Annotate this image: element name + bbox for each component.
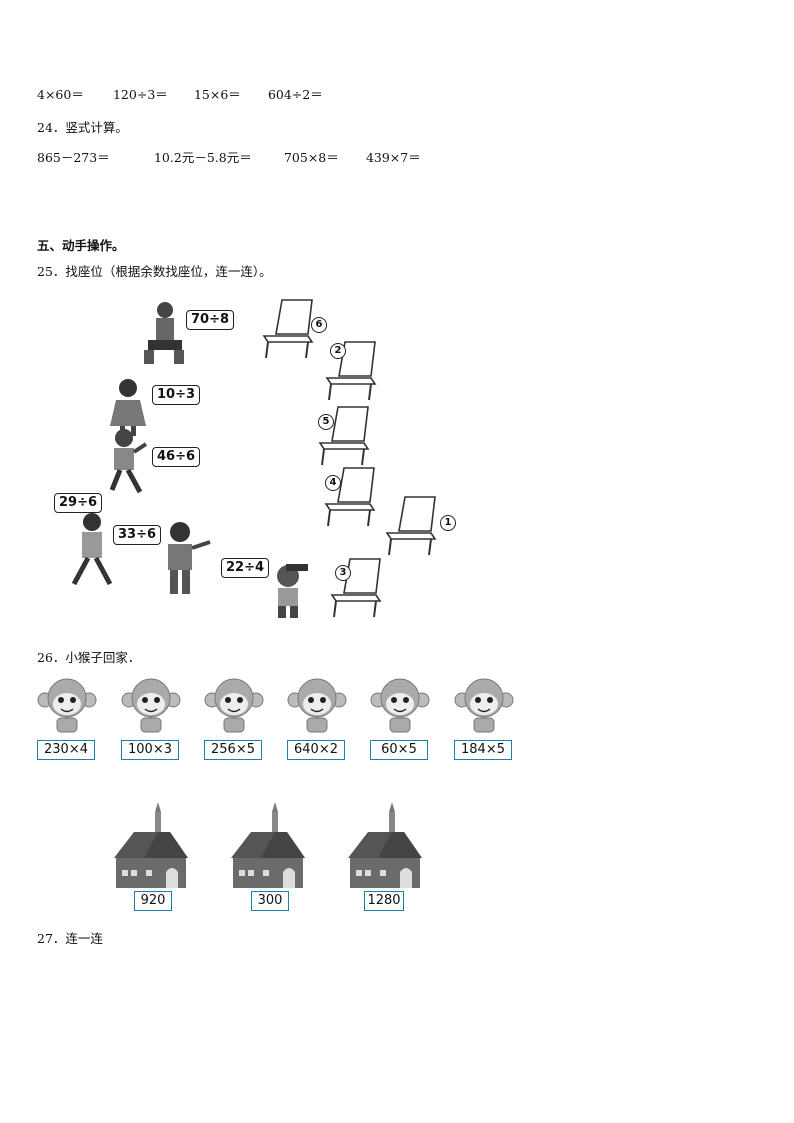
house-icon	[348, 802, 422, 888]
kid-bubble: 70÷8	[186, 310, 235, 330]
q27-title: 27．连一连	[37, 931, 103, 946]
chair-icon	[325, 341, 377, 401]
house-icon	[114, 802, 188, 888]
chair-icon	[262, 299, 314, 359]
calc-item: 865－273＝	[37, 150, 110, 165]
kid-cap-icon	[277, 564, 308, 618]
monkey-icon	[287, 678, 347, 733]
monkey-icon	[204, 678, 264, 733]
monkey-label: 184×5	[454, 740, 512, 760]
monkey-card: 256×5	[204, 676, 266, 764]
house-card: 300	[231, 802, 305, 911]
chair-number: 3	[335, 565, 351, 581]
chair-icon	[324, 467, 376, 527]
monkey-icon	[121, 678, 181, 733]
calc-row-1: 4×60＝ 120÷3＝ 15×6＝ 604÷2＝	[37, 84, 323, 103]
kid-bubble: 22÷4	[221, 558, 270, 578]
kid-back-icon	[168, 522, 211, 594]
chair-icon	[330, 558, 382, 618]
house-card: 920	[114, 802, 188, 911]
monkey-card: 100×3	[121, 676, 183, 764]
kid-bubble: 10÷3	[152, 385, 201, 405]
kid-bubble: 33÷6	[113, 525, 162, 545]
q24-title: 24．竖式计算。	[37, 120, 128, 135]
kid-sitting-icon	[144, 302, 184, 364]
house-label: 1280	[364, 891, 404, 911]
chair-number: 1	[440, 515, 456, 531]
house-icon	[231, 802, 305, 888]
calc-item: 439×7＝	[365, 150, 421, 165]
q25-title: 25．找座位（根据余数找座位，连一连）。	[37, 264, 272, 279]
calc-item: 604÷2＝	[267, 87, 323, 102]
chair-number: 5	[318, 414, 334, 430]
kid-bubble: 29÷6	[54, 493, 103, 513]
chair-number: 2	[330, 343, 346, 359]
calc-item: 120÷3＝	[112, 87, 168, 102]
monkey-icon	[454, 678, 514, 733]
monkey-card: 230×4	[37, 676, 99, 764]
house-label: 300	[251, 891, 289, 911]
q24-items: 865－273＝ 10.2元－5.8元＝ 705×8＝ 439×7＝	[37, 147, 421, 166]
chair-icon	[318, 406, 370, 466]
monkey-card: 60×5	[370, 676, 432, 764]
section-five-title: 五、动手操作。	[37, 238, 125, 253]
monkey-label: 640×2	[287, 740, 345, 760]
calc-item: 15×6＝	[193, 87, 241, 102]
monkey-label: 100×3	[121, 740, 179, 760]
calc-item: 4×60＝	[37, 87, 84, 102]
monkey-label: 230×4	[37, 740, 95, 760]
calc-item: 705×8＝	[283, 150, 339, 165]
q26-title: 26．小猴子回家．	[37, 650, 141, 665]
kid-running-icon	[71, 513, 113, 586]
house-card: 1280	[348, 802, 422, 911]
monkey-icon	[370, 678, 430, 733]
monkey-card: 184×5	[454, 676, 516, 764]
chair-number: 4	[325, 475, 341, 491]
kid-waving-icon	[109, 429, 148, 494]
kid-bubble: 46÷6	[152, 447, 201, 467]
monkey-label: 256×5	[204, 740, 262, 760]
monkey-label: 60×5	[370, 740, 428, 760]
house-label: 920	[134, 891, 172, 911]
monkey-card: 640×2	[287, 676, 349, 764]
monkey-icon	[37, 678, 97, 733]
chair-icon	[385, 496, 437, 556]
chair-number: 6	[311, 317, 327, 333]
calc-item: 10.2元－5.8元＝	[153, 150, 252, 165]
